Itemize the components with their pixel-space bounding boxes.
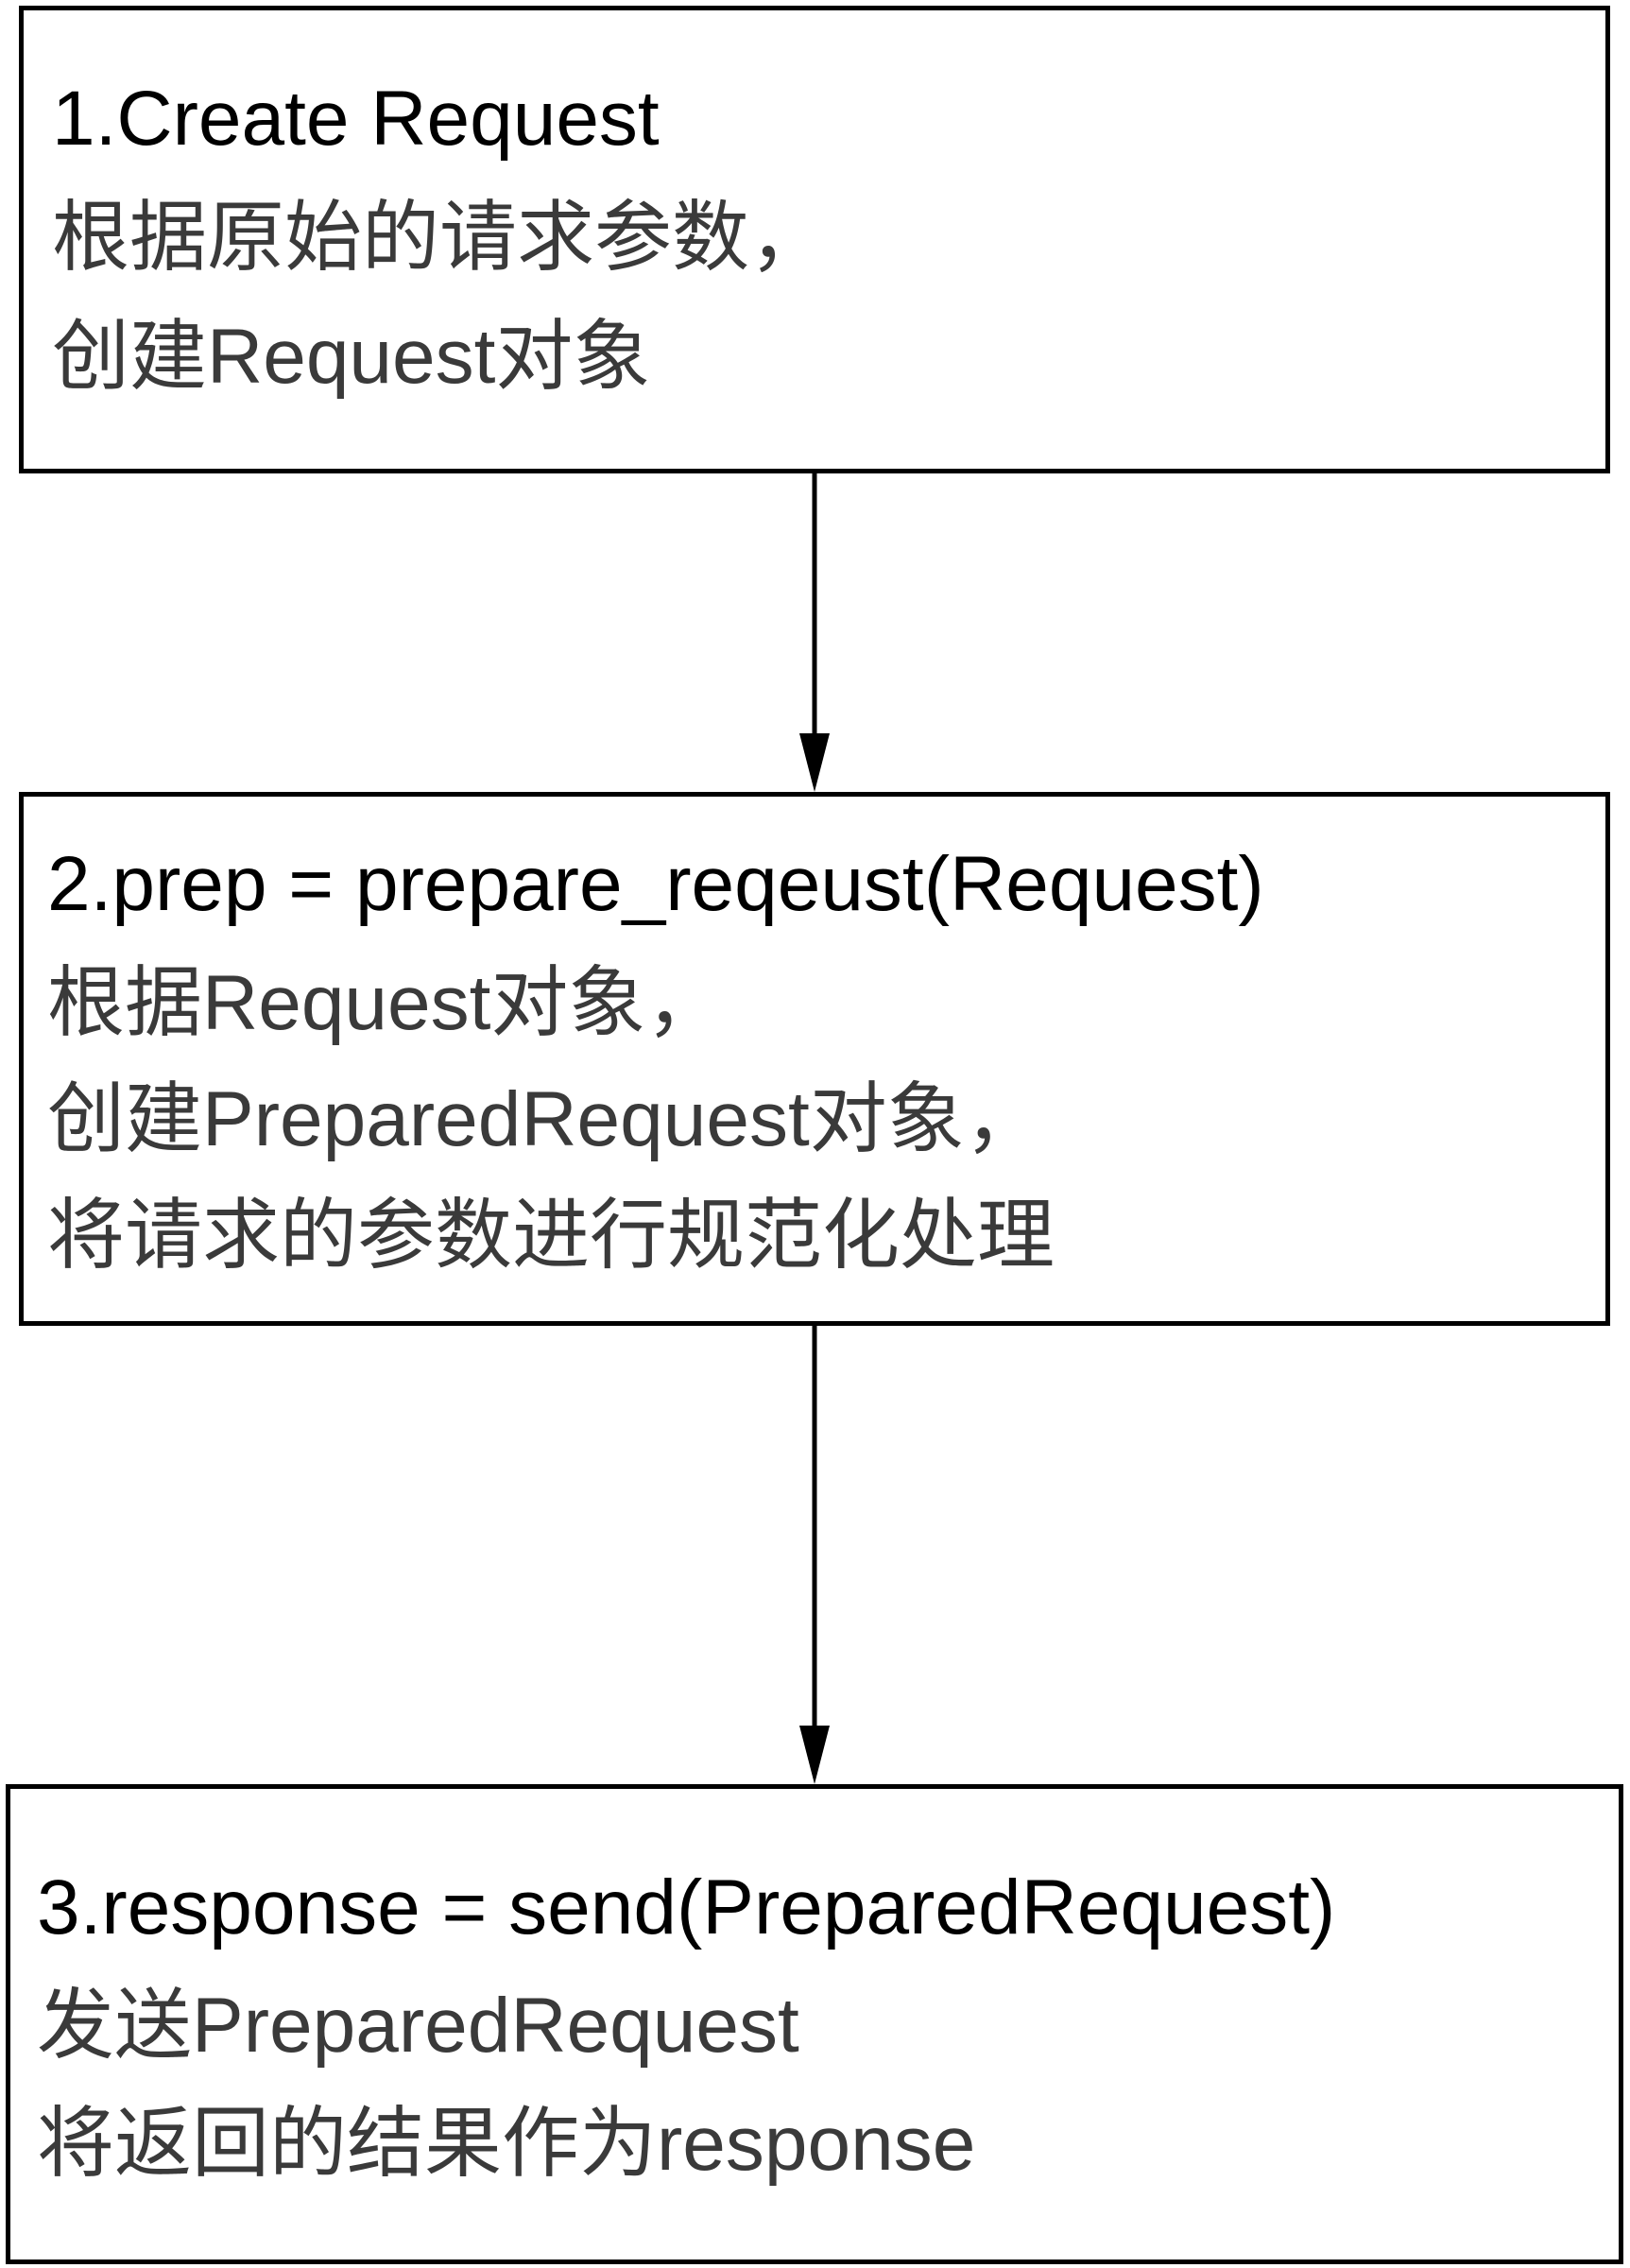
step-2-box: 2.prep = prepare_reqeust(Request) 根据Requ… <box>19 792 1610 1326</box>
arrow-2-to-3 <box>799 1326 830 1784</box>
step-3-desc-line-2: 将返回的结果作为response <box>37 2101 976 2187</box>
step-2-desc-line-1: 根据Request对象， <box>47 960 724 1046</box>
step-3-desc-line-1: 发送PreparedRequest <box>37 1983 799 2069</box>
step-3-box: 3.response = send(PreparedRequest) 发送Pre… <box>6 1784 1623 2264</box>
step-2-desc-line-3: 将请求的参数进行规范化处理 <box>47 1193 1055 1279</box>
step-2-desc-line-2: 创建PreparedRequest对象， <box>47 1076 1042 1162</box>
step-3-title: 3.response = send(PreparedRequest) <box>37 1864 1336 1950</box>
arrow-1-to-2 <box>799 473 830 792</box>
arrow-head <box>799 733 830 792</box>
step-2-title: 2.prep = prepare_reqeust(Request) <box>47 841 1264 927</box>
step-1-desc-line-1: 根据原始的请求参数， <box>52 195 828 281</box>
step-1-box: 1.Create Request 根据原始的请求参数， 创建Request对象 <box>19 6 1610 473</box>
arrow-head <box>799 1726 830 1784</box>
step-1-desc-line-2: 创建Request对象 <box>52 314 651 400</box>
step-1-title: 1.Create Request <box>52 76 660 162</box>
